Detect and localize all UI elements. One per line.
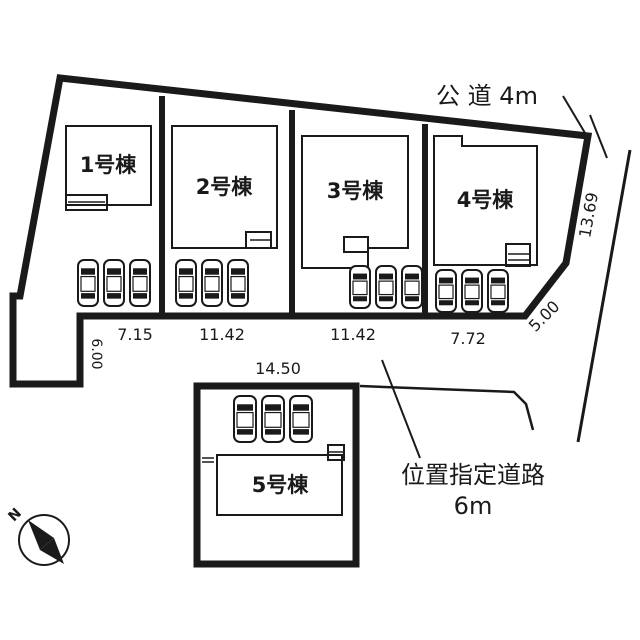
public-road-tick xyxy=(589,114,608,159)
house-2-footprint xyxy=(171,125,278,249)
house-4-footprint xyxy=(433,135,538,266)
car-icon xyxy=(103,259,125,307)
designated-road-width: 6m xyxy=(454,492,493,520)
public-road-label: 公 道 4m xyxy=(436,82,538,110)
car-icon xyxy=(261,395,285,443)
car-icon xyxy=(487,269,509,313)
compass-n-label: N xyxy=(5,505,25,525)
parking-lot-2 xyxy=(175,259,249,307)
parking-lot-3 xyxy=(349,265,423,309)
public-road-edge xyxy=(576,149,632,443)
dim-lot-2: 11.42 xyxy=(199,325,245,344)
car-icon xyxy=(201,259,223,307)
dim-diagonal: 5.00 xyxy=(525,297,564,336)
north-lots-boundary xyxy=(9,74,593,388)
compass-needle-icon xyxy=(28,520,54,550)
house-2-label: 2号棟 xyxy=(196,175,254,199)
dim-lot-4: 7.72 xyxy=(450,329,486,348)
house-4-porch xyxy=(505,243,531,267)
car-icon xyxy=(175,259,197,307)
lot-5-boundary xyxy=(193,382,360,568)
dim-lot-1: 7.15 xyxy=(117,325,153,344)
car-icon xyxy=(461,269,483,313)
house-1-porch xyxy=(65,194,108,211)
car-icon xyxy=(233,395,257,443)
designated-road-edge xyxy=(359,384,535,431)
compass: N xyxy=(5,505,70,566)
designated-road-leader xyxy=(381,359,421,459)
house-3-label: 3号棟 xyxy=(327,179,385,203)
car-icon xyxy=(401,265,423,309)
designated-road-label: 位置指定道路 xyxy=(401,461,545,489)
dim-lot-3: 11.42 xyxy=(330,325,376,344)
car-icon xyxy=(129,259,151,307)
house-1-label: 1号棟 xyxy=(80,153,138,177)
public-road-leader xyxy=(562,95,589,139)
car-icon xyxy=(289,395,313,443)
dim-west: 6.00 xyxy=(88,338,104,369)
house-2-porch xyxy=(245,231,272,249)
car-icon xyxy=(375,265,397,309)
house-5-porch xyxy=(327,444,345,461)
car-icon xyxy=(349,265,371,309)
house-3-porch xyxy=(343,236,369,253)
dim-south: 14.50 xyxy=(255,359,301,378)
house-5-footprint xyxy=(216,454,343,516)
house-5-label: 5号棟 xyxy=(252,473,310,497)
house-4-label: 4号棟 xyxy=(457,188,515,212)
compass-needle-tail xyxy=(40,538,64,564)
parking-lot-1 xyxy=(77,259,151,307)
parking-lot-5 xyxy=(233,395,313,443)
car-icon xyxy=(435,269,457,313)
car-icon xyxy=(227,259,249,307)
parking-lot-4 xyxy=(435,269,509,313)
house-1-footprint xyxy=(65,125,152,206)
car-icon xyxy=(77,259,99,307)
